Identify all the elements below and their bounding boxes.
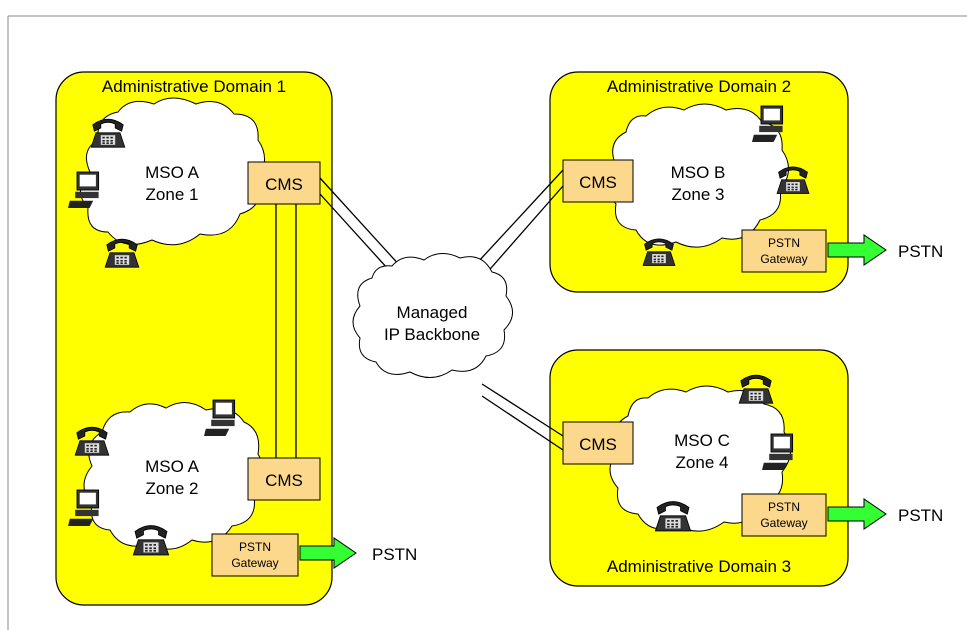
gateway-zone-2-line2: Gateway [231, 556, 278, 570]
gateway-zone-4-line2: Gateway [760, 516, 807, 530]
cms-label-zone-1: CMS [265, 175, 303, 194]
zone-2-line2: Zone 2 [146, 479, 199, 498]
cms-label-zone-3: CMS [579, 173, 617, 192]
backbone-line1: Managed [397, 303, 468, 322]
gateway-box-zone-3 [741, 229, 827, 273]
cms-box-zone-4 [562, 421, 634, 465]
backbone-line2: IP Backbone [384, 325, 480, 344]
zone-2-line1: MSO A [145, 457, 200, 476]
gateway-zone-4-line1: PSTN [768, 500, 800, 514]
pstn-label-zone-4: PSTN [898, 506, 943, 525]
gateway-box-zone-2 [211, 533, 299, 577]
zone-4-line1: MSO C [674, 431, 730, 450]
link-backbone-cms3 [477, 169, 564, 277]
pstn-label-zone-2: PSTN [372, 545, 417, 564]
domain-1-label: Administrative Domain 1 [102, 77, 286, 96]
link-cms1-cms2 [275, 203, 297, 460]
pstn-label-zone-3: PSTN [898, 242, 943, 261]
domain-3-label: Administrative Domain 3 [607, 557, 791, 576]
arrow-icon-pstn-zone-3 [827, 234, 887, 266]
domain-2-label: Administrative Domain 2 [607, 77, 791, 96]
gateway-zone-3-line1: PSTN [768, 236, 800, 250]
link-backbone-cms4 [481, 383, 564, 451]
zone-1-line2: Zone 1 [146, 185, 199, 204]
cms-label-zone-2: CMS [265, 471, 303, 490]
zone-4-line2: Zone 4 [676, 453, 729, 472]
arrow-icon-pstn-zone-2 [299, 537, 357, 569]
cms-label-zone-4: CMS [579, 435, 617, 454]
gateway-zone-3-line2: Gateway [760, 252, 807, 266]
arrow-icon-pstn-zone-4 [827, 498, 887, 530]
cloud-backbone [352, 253, 513, 378]
gateway-box-zone-4 [741, 493, 827, 537]
zone-3-line1: MSO B [671, 163, 726, 182]
cms-box-zone-3 [562, 159, 634, 203]
zone-3-line2: Zone 3 [672, 185, 725, 204]
cms-box-zone-2 [247, 457, 321, 501]
zone-1-line1: MSO A [145, 163, 200, 182]
cms-box-zone-1 [247, 161, 321, 205]
gateway-zone-2-line1: PSTN [239, 540, 271, 554]
